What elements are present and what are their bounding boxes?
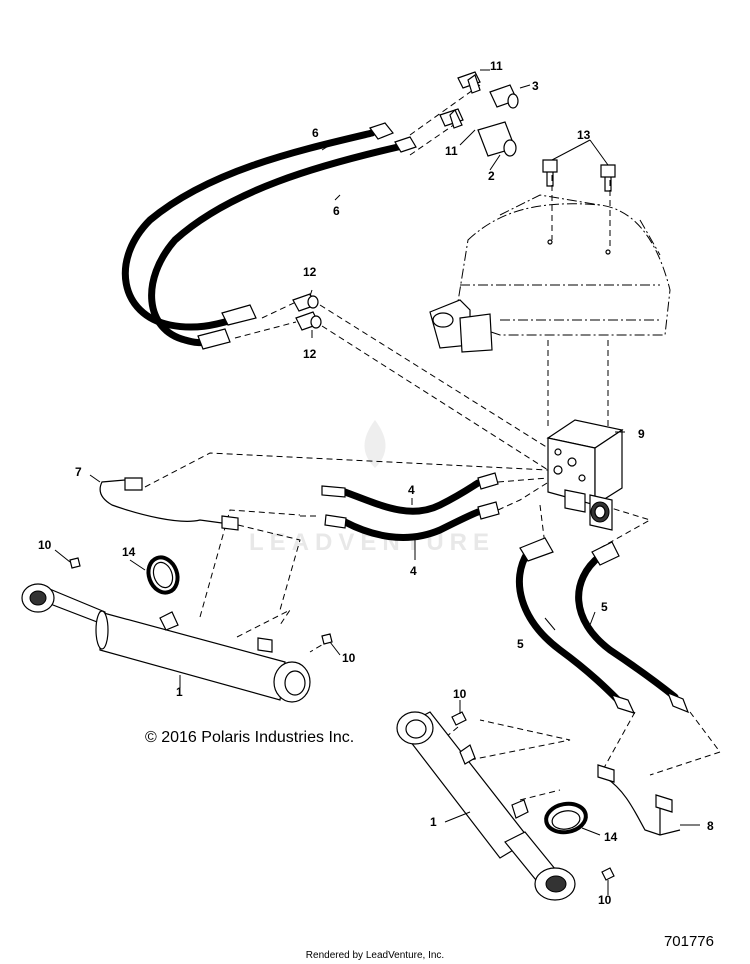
diagram-number: 701776 (664, 933, 714, 950)
callout-6-bottom: 6 (333, 204, 340, 218)
cylinder-1-left (21, 583, 311, 703)
callout-1-right: 1 (430, 815, 437, 829)
callout-2: 2 (488, 169, 495, 183)
callout-1-left: 1 (176, 685, 183, 699)
leader-lines (54, 69, 700, 895)
copyright-notice: © 2016 Polaris Industries Inc. (145, 729, 354, 746)
hoses-6 (121, 122, 417, 350)
callout-4-top: 4 (408, 483, 415, 497)
callout-8: 8 (707, 819, 714, 833)
callout-3: 3 (532, 79, 539, 93)
valve-block (546, 419, 624, 531)
hoses-4 (321, 472, 500, 542)
callout-9: 9 (638, 427, 645, 441)
callout-14-left: 14 (122, 545, 136, 559)
mount-bracket (429, 194, 671, 353)
callout-14-right: 14 (604, 830, 618, 844)
callout-12-top: 12 (303, 265, 317, 279)
callout-labels: 11 3 11 2 13 6 6 12 12 9 4 4 5 5 7 8 10 … (38, 59, 714, 907)
callout-4-bottom: 4 (410, 564, 417, 578)
hoses-5 (515, 537, 690, 714)
callout-5-right: 5 (601, 600, 608, 614)
coupler-2 (477, 121, 517, 157)
callout-11-bottom: 11 (445, 144, 458, 158)
connection-lines (144, 84, 721, 801)
callout-10-d: 10 (598, 893, 612, 907)
tube-8 (597, 764, 681, 836)
render-credit: Rendered by LeadVenture, Inc. (306, 950, 444, 961)
coupler-3 (489, 84, 519, 109)
clamp-14-left (146, 555, 180, 595)
callout-12-bottom: 12 (303, 347, 317, 361)
callout-11-top: 11 (490, 59, 503, 73)
watermark-flame-icon (364, 420, 386, 468)
callout-10-c: 10 (453, 687, 467, 701)
callout-7: 7 (75, 465, 82, 479)
fittings-12 (292, 293, 322, 331)
callout-13: 13 (577, 128, 591, 142)
callout-10-a: 10 (38, 538, 52, 552)
fittings-11 (439, 71, 481, 129)
watermark: LEADVENTURE (249, 420, 489, 556)
clamp-14-right (544, 801, 588, 835)
bolts-13 (542, 159, 616, 192)
callout-5-left: 5 (517, 637, 524, 651)
cylinder-1-right (396, 711, 576, 901)
bleeders-10 (69, 557, 615, 881)
callout-10-b: 10 (342, 651, 356, 665)
callout-6-top: 6 (312, 126, 319, 140)
tube-7 (99, 477, 239, 531)
